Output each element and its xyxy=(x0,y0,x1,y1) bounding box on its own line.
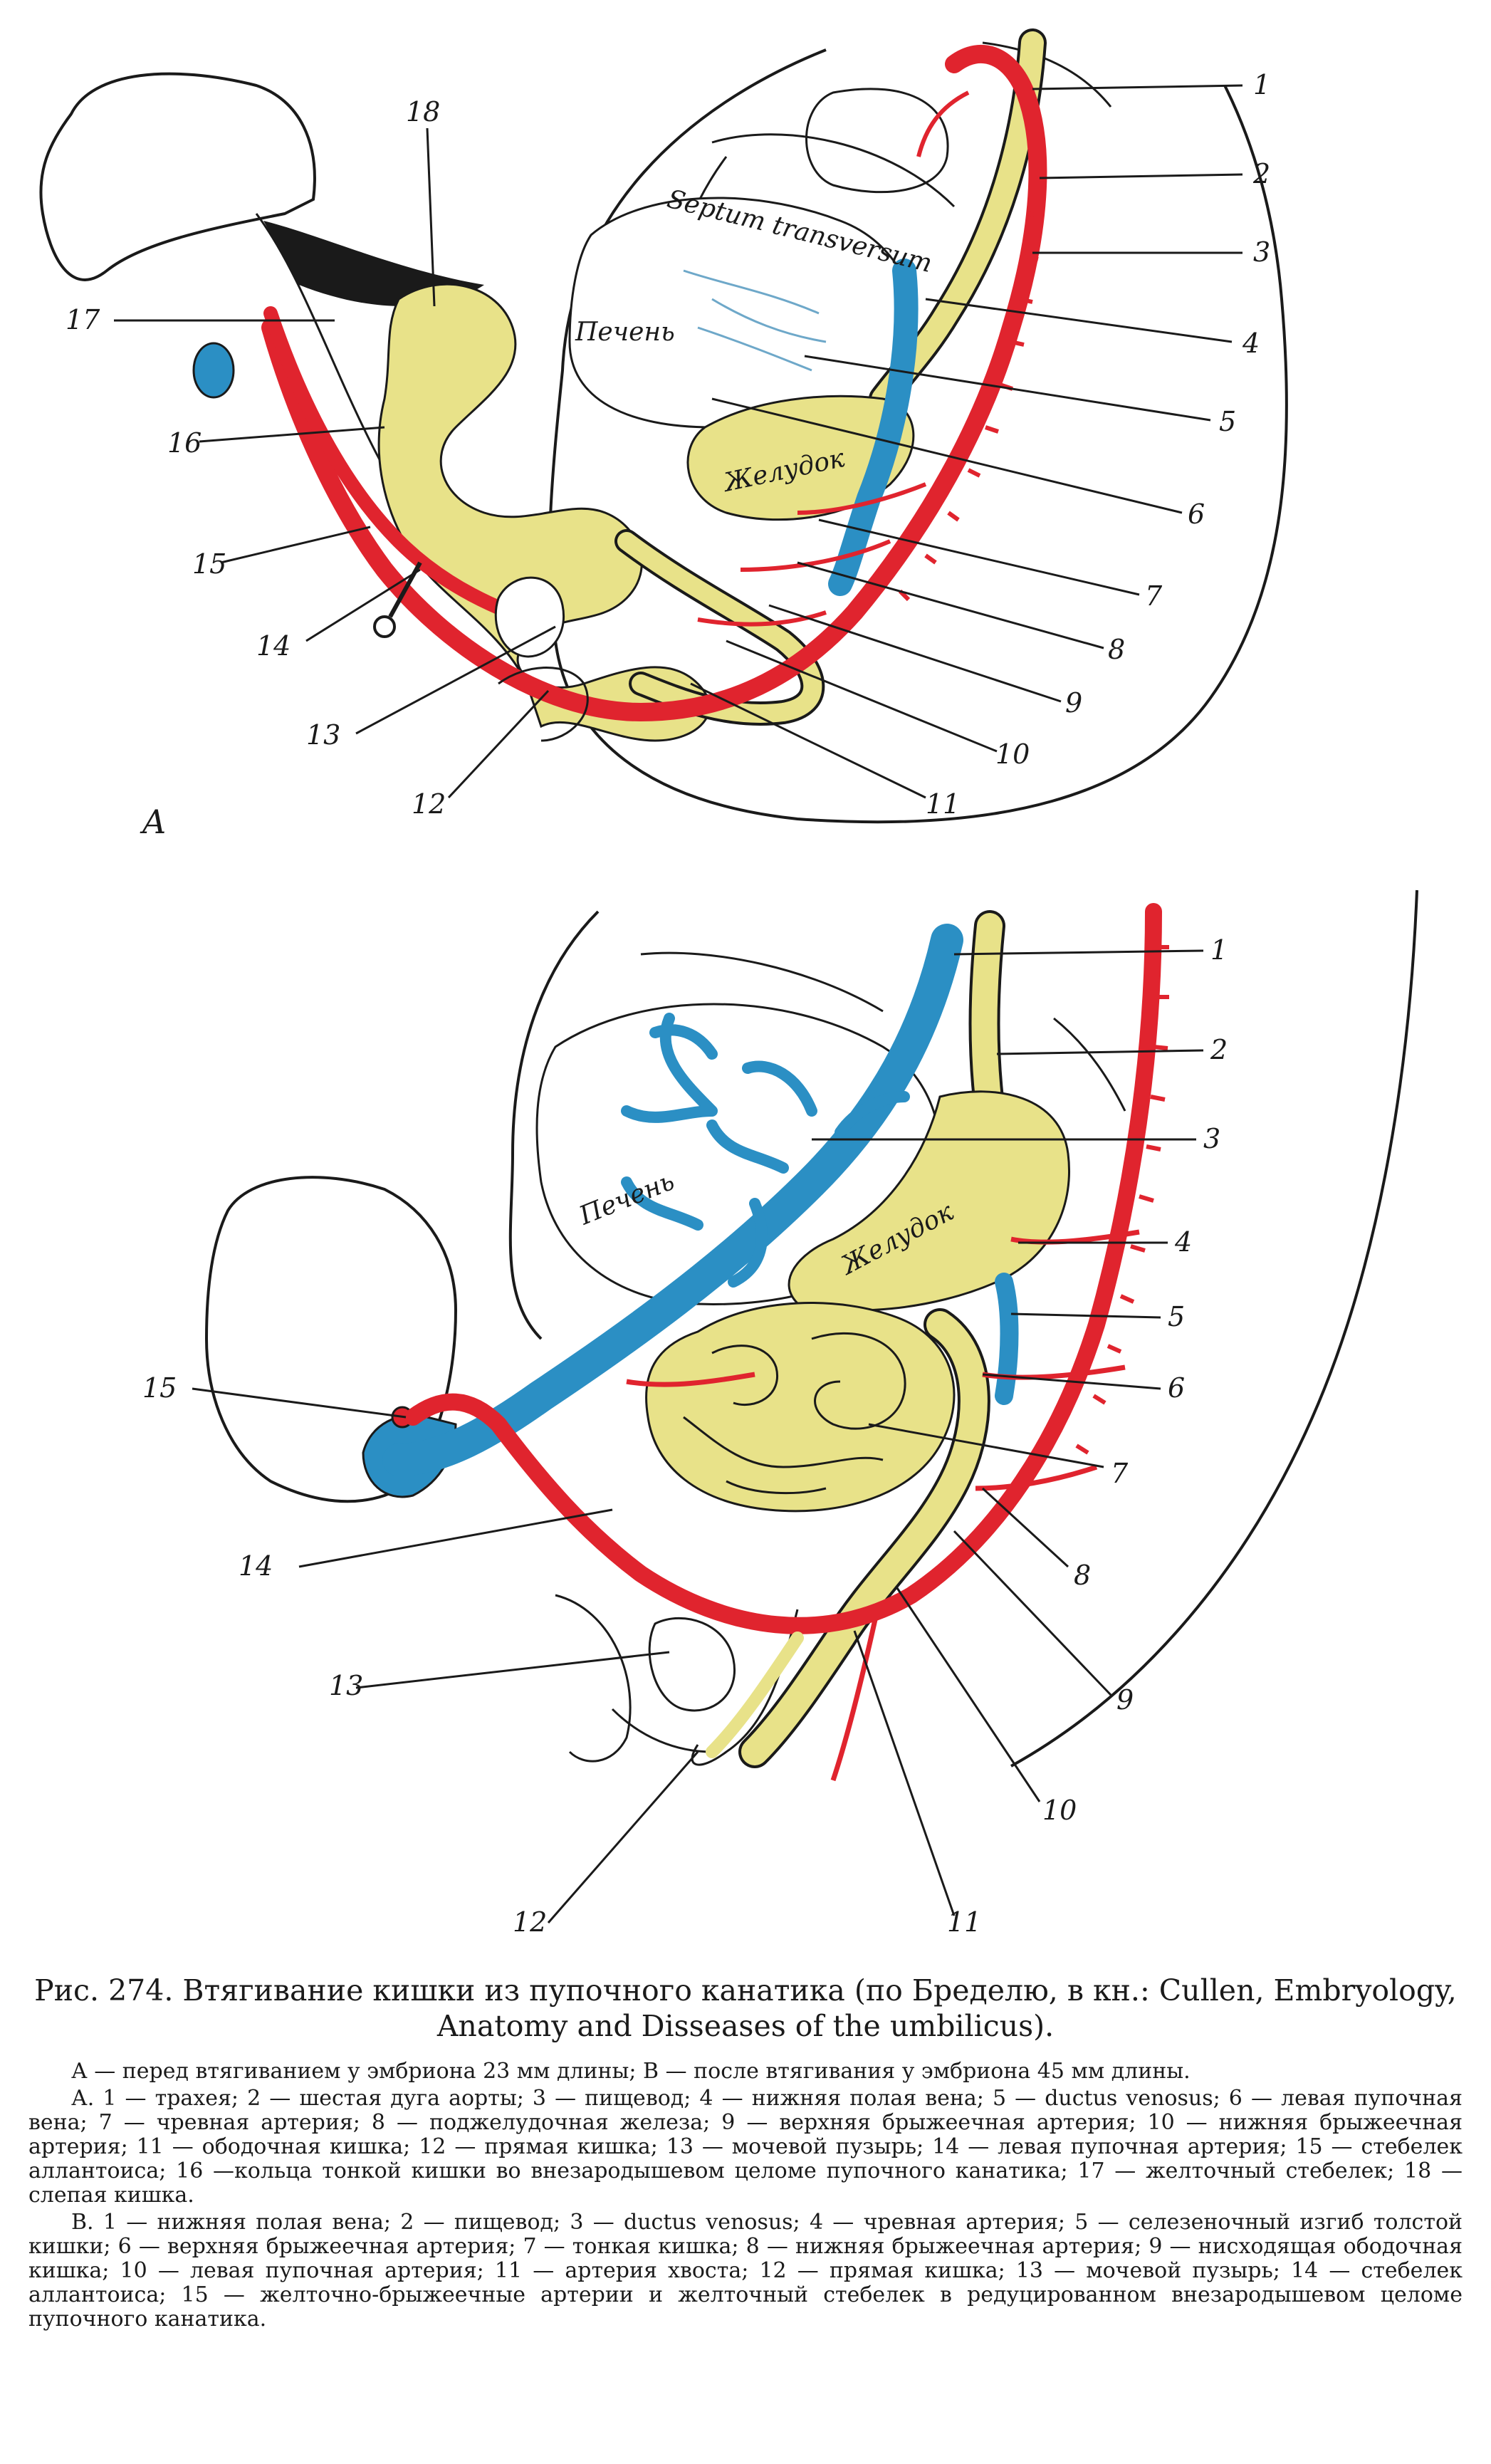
panel-a-body-outline xyxy=(548,48,1288,824)
panel-a-callout-11: 11 xyxy=(926,788,960,820)
panel-b-callout-2: 2 xyxy=(1210,1034,1228,1065)
panel-b-callout-13: 13 xyxy=(329,1670,363,1701)
panel-b-callout-11: 11 xyxy=(947,1906,981,1937)
panel-a-heart-outline xyxy=(805,88,949,194)
figure-caption: Рис. 274. Втягивание кишки из пупочного … xyxy=(28,1973,1463,2334)
panel-b-vein-branches xyxy=(621,1013,910,1288)
panel-b-drawing xyxy=(204,889,1418,1782)
panel-b-stomach xyxy=(788,1090,1070,1312)
panel-b-callout-9: 9 xyxy=(1116,1684,1134,1716)
panel-b-bladder xyxy=(648,1617,736,1712)
panel-a-head-outline xyxy=(982,41,1112,108)
panel-a-pelvis xyxy=(498,667,589,742)
panel-b-artery-branches xyxy=(626,1229,1140,1782)
panel-a-callout-8: 8 xyxy=(1108,634,1125,665)
panel-b-body-outline xyxy=(508,889,1418,1768)
panel-a-callout-7: 7 xyxy=(1145,580,1163,612)
panel-b-callout-4: 4 xyxy=(1174,1226,1192,1258)
panel-a-vena-cava xyxy=(828,259,919,596)
panel-b-head-outline xyxy=(640,951,1126,1112)
panel-b-allantois xyxy=(706,1632,804,1758)
panel-b-small-intestine xyxy=(645,1302,956,1513)
panel-b-spine-ticks xyxy=(1075,945,1169,1455)
panel-b-callout-12: 12 xyxy=(513,1906,547,1937)
panel-a-callout-18: 18 xyxy=(406,96,440,127)
panel-a-callout-1: 1 xyxy=(1253,69,1270,100)
panel-b-callout-3: 3 xyxy=(1203,1123,1220,1154)
panel-a-callout-3: 3 xyxy=(1253,236,1270,268)
panel-a-umbilical-cord xyxy=(39,72,316,281)
panel-b-callout-5: 5 xyxy=(1168,1301,1185,1332)
panel-a-cord-dark xyxy=(263,221,484,306)
panel-b-intestine-coil-lines xyxy=(683,1332,906,1495)
panel-a-callout-12: 12 xyxy=(412,788,446,820)
panel-b-callout-7: 7 xyxy=(1111,1458,1129,1489)
panel-b-callout-15: 15 xyxy=(142,1372,177,1404)
panel-a-septum-outline xyxy=(711,133,956,208)
panel-b-splenic-vessel xyxy=(995,1273,1019,1405)
panel-a-callout-10: 10 xyxy=(995,738,1030,770)
caption-title: Рис. 274. Втягивание кишки из пупочного … xyxy=(34,1973,1457,2043)
panel-b-aorta xyxy=(404,903,1162,1634)
panel-a-callout-13: 13 xyxy=(306,719,340,751)
panel-b-esophagus-fill xyxy=(971,913,1003,1124)
panel-b-callout-10: 10 xyxy=(1042,1795,1077,1826)
panel-a-callout-17: 17 xyxy=(66,304,100,335)
panel-a-aorta xyxy=(261,44,1047,722)
panel-b-callout-1: 1 xyxy=(1210,934,1228,966)
panel-b-leaders xyxy=(192,949,1204,1923)
panel-a-cord-vein xyxy=(192,342,235,399)
panel-a-callout-4: 4 xyxy=(1242,328,1260,359)
panel-a-letter: A xyxy=(140,803,166,841)
panel-b-callout-8: 8 xyxy=(1074,1560,1091,1591)
panel-b-pelvis xyxy=(555,1594,713,1763)
panel-a-callout-2: 2 xyxy=(1252,158,1270,189)
panel-a-drawing xyxy=(39,28,1288,824)
panel-a-callout-9: 9 xyxy=(1065,687,1082,719)
caption-line-a: А. 1 — трахея; 2 — шестая дуга аорты; 3 … xyxy=(28,2086,1463,2208)
panel-a-spine-ticks xyxy=(898,212,1042,602)
embryo-diagram: 1 2 3 4 5 6 7 8 9 10 11 12 13 14 15 16 1… xyxy=(39,28,1418,1937)
panel-b-colon-fill xyxy=(741,1311,988,1765)
panel-a-label-liver: Печень xyxy=(575,318,675,347)
caption-line-panels: А — перед втягиванием у эмбриона 23 мм д… xyxy=(71,2059,1191,2084)
panel-a-artery-branches xyxy=(697,90,970,627)
panel-a-leaders xyxy=(114,84,1243,799)
panel-a-callout-15: 15 xyxy=(192,548,226,580)
panel-a-callout-5: 5 xyxy=(1219,406,1236,437)
panel-b-callout-14: 14 xyxy=(239,1550,273,1582)
panel-a-allantois-ring xyxy=(373,615,396,638)
panel-a-stomach xyxy=(686,395,915,521)
panel-a-callout-14: 14 xyxy=(256,630,291,662)
panel-a-callout-6: 6 xyxy=(1188,498,1205,530)
panel-a-callout-16: 16 xyxy=(167,427,202,459)
caption-line-b: В. 1 — нижняя полая вена; 2 — пищевод; 3… xyxy=(28,2210,1463,2332)
panel-b-callout-6: 6 xyxy=(1168,1372,1185,1404)
panel-a-liver-vessels xyxy=(683,269,827,372)
panel-a-bladder xyxy=(494,576,565,658)
panel-b-vein-trunk xyxy=(382,924,963,1476)
